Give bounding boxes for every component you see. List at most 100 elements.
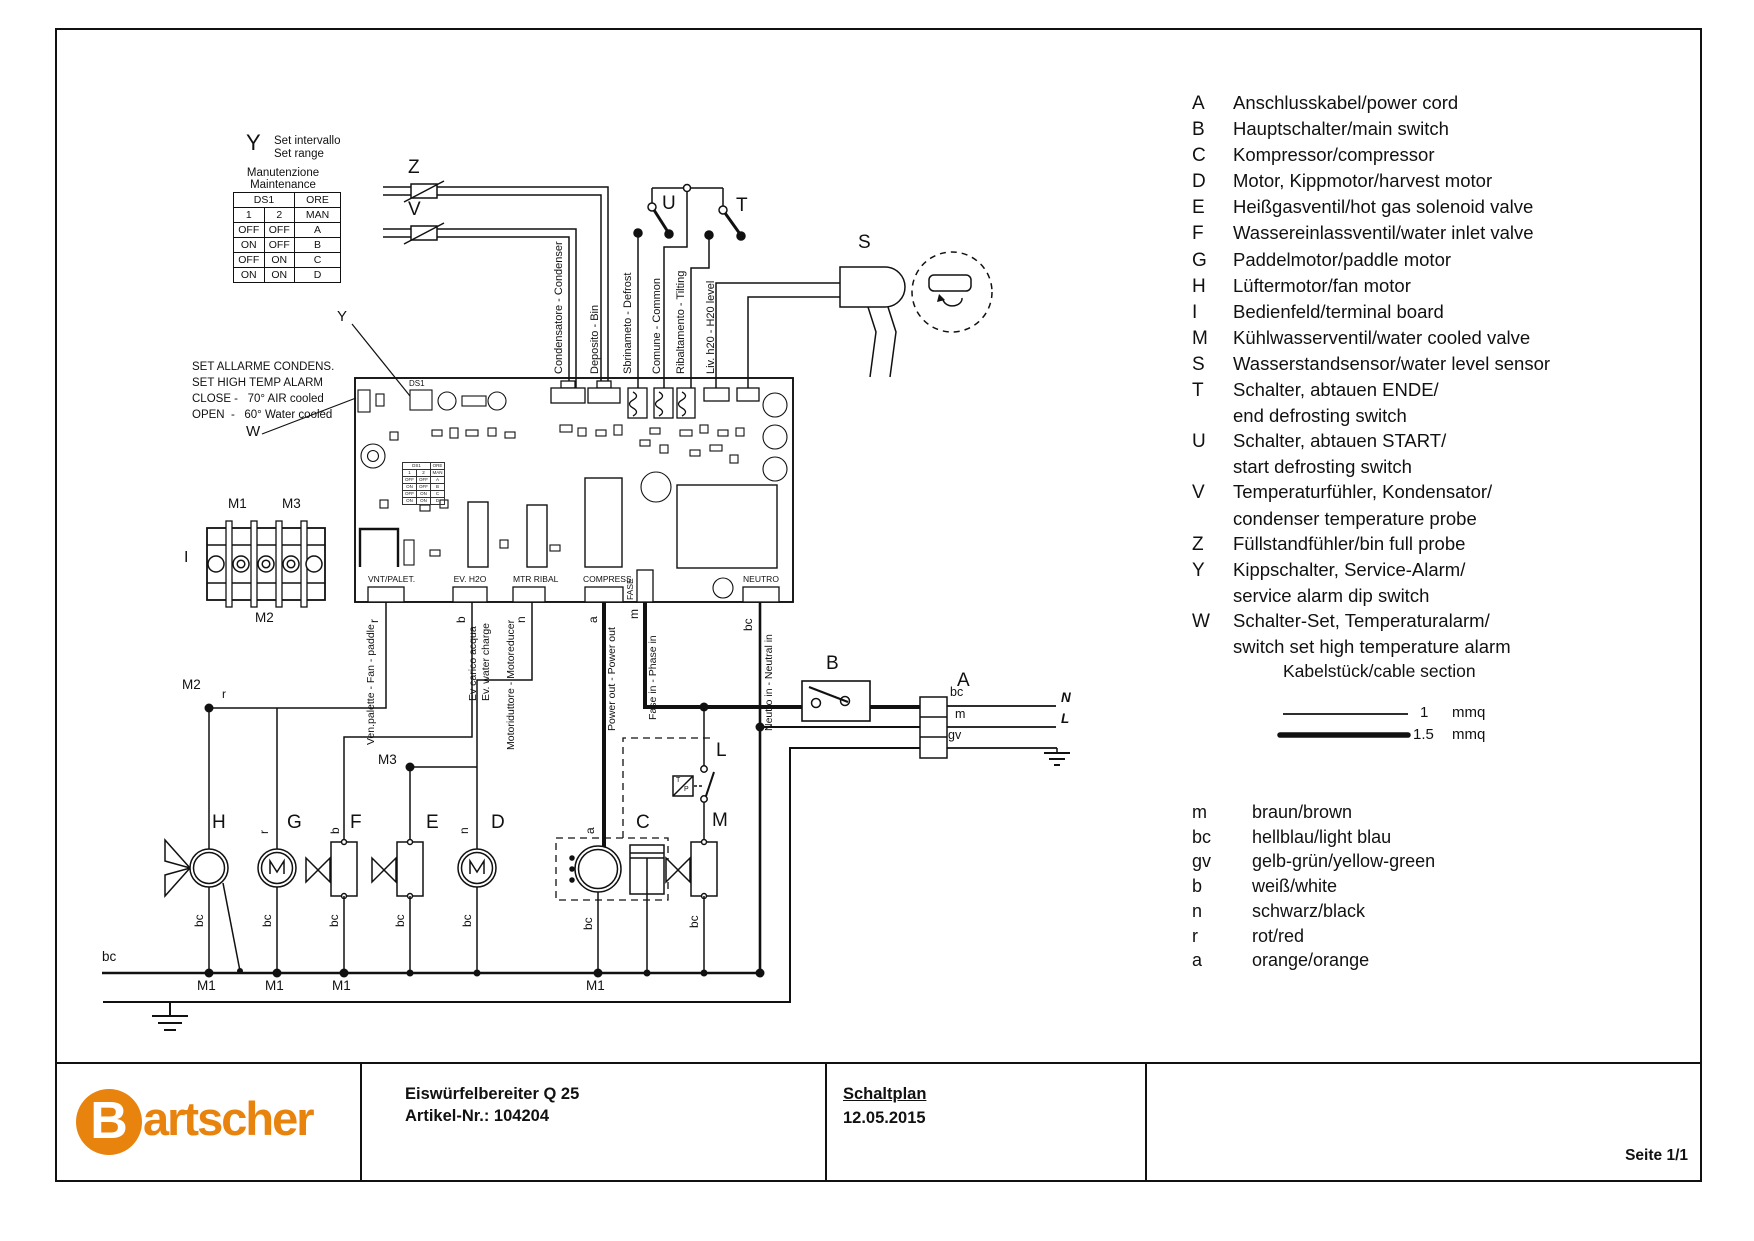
board-ds1-label: DS1: [409, 379, 425, 388]
cable-thick-value: 1.5: [1413, 726, 1434, 743]
ref-letter-t: T: [736, 195, 748, 216]
legend-letter: B: [1192, 119, 1205, 141]
wire-tag-a: a: [586, 616, 600, 623]
f-bc: bc: [327, 914, 341, 927]
cell: B: [294, 237, 341, 253]
color-name: schwarz/black: [1252, 900, 1366, 921]
legend-item: Y Kippschalter, Service-Alarm/: [1192, 557, 1550, 583]
legend-text: Motor, Kippmotor/harvest motor: [1233, 170, 1493, 192]
legend-letter: M: [1192, 327, 1208, 349]
cell: ON: [233, 267, 265, 283]
node-m2: M2: [182, 677, 201, 692]
cell: OFF: [233, 252, 265, 268]
board-label-neutro: NEUTRO: [743, 574, 779, 584]
cell: ON: [416, 497, 431, 505]
cell: C: [294, 252, 341, 268]
legend-text: Kippschalter, Service-Alarm/: [1233, 558, 1466, 580]
legend-letter: Y: [1192, 559, 1205, 581]
board-label-compress: COMPRESS: [583, 574, 632, 584]
color-code: b: [1192, 876, 1203, 897]
legend-text: Temperaturfühler, Kondensator/: [1233, 481, 1493, 503]
ref-letter-f: F: [350, 812, 362, 833]
board-top-connectors: [550, 380, 760, 419]
legend-text: Paddelmotor/paddle motor: [1233, 248, 1452, 270]
compressor-c: [569, 844, 665, 973]
cell: MAN: [430, 469, 445, 477]
cell: D: [294, 267, 341, 283]
legend-item: service alarm dip switch: [1192, 583, 1550, 608]
ref-letter-z: Z: [408, 157, 420, 178]
legend-letter: H: [1192, 275, 1206, 297]
strip-label-m2: M2: [255, 610, 274, 625]
cell: DS1: [402, 462, 431, 470]
document-title: Schaltplan: [843, 1085, 927, 1103]
ref-letter-m: M: [712, 810, 728, 831]
d-wire-color-n: n: [457, 827, 471, 834]
legend-text: Schalter, abtauen ENDE/: [1233, 379, 1439, 401]
color-row: b weiß/white: [1192, 874, 1435, 899]
color-name: weiß/white: [1252, 876, 1338, 897]
legend-text: switch set high temperature alarm: [1233, 635, 1511, 657]
cell: ON: [402, 497, 417, 505]
board-label-comune: Comune - Common: [651, 278, 663, 374]
wire-desc-powerout: Power out - Power out: [606, 627, 618, 731]
paddle-motor-g: [257, 848, 297, 973]
ref-letter-y-setrange: Y: [246, 130, 261, 155]
wire-tag-r: r: [367, 619, 381, 623]
defrost-switches: [633, 183, 746, 388]
ref-letter-v: V: [408, 199, 421, 220]
cell: OFF: [416, 483, 431, 491]
ref-letter-w: W: [246, 423, 261, 440]
legend-letter: A: [1192, 93, 1205, 114]
legend-item: condenser temperature probe: [1192, 506, 1550, 531]
color-name: gelb-grün/yellow-green: [1252, 851, 1436, 872]
c-bc: bc: [581, 917, 595, 930]
legend-letter: T: [1192, 380, 1204, 402]
brand-logo-text: artscher: [143, 1092, 314, 1145]
legend-text: Wasserstandsensor/water level sensor: [1233, 352, 1551, 374]
c-wire-color-a: a: [583, 827, 597, 834]
cable-thin-value: 1: [1420, 704, 1429, 721]
e-bc: bc: [393, 914, 407, 927]
legend-letter: F: [1192, 223, 1204, 245]
legend-letter: W: [1192, 610, 1210, 632]
ref-letter-s: S: [858, 232, 871, 253]
ref-letter-c: C: [636, 812, 650, 833]
title-block-divider: [1145, 1062, 1147, 1180]
g-wire-color-r: r: [257, 830, 271, 834]
h-bc: bc: [192, 914, 206, 927]
junction-dots: [204, 702, 765, 978]
title-block-divider: [825, 1062, 827, 1180]
board-internal-components: [357, 389, 788, 599]
bus-m1: M1: [197, 978, 216, 993]
reference-leaders: [261, 323, 411, 435]
tp-box-p: P: [684, 786, 689, 793]
water-cooled-valve-m: [665, 838, 718, 973]
wire-bc: [758, 602, 920, 973]
legend-text: condenser temperature probe: [1233, 507, 1477, 529]
cell: ON: [402, 483, 417, 491]
harvest-motor-d: [457, 848, 497, 973]
cell: ON: [263, 267, 295, 283]
color-code: gv: [1192, 851, 1212, 872]
cord-gv: gv: [948, 728, 962, 742]
cell: OFF: [402, 476, 417, 484]
ref-letter-g: G: [287, 812, 302, 833]
wire-r: [208, 602, 387, 849]
sheet-border: [55, 28, 1702, 1182]
bus-m1: M1: [332, 978, 351, 993]
legend-text: Schalter, abtauen START/: [1233, 430, 1447, 452]
cable-section-samples: [1277, 713, 1411, 738]
legend-text: Bedienfeld/terminal board: [1233, 300, 1444, 322]
legend-text: Heißgasventil/hot gas solenoid valve: [1233, 196, 1534, 218]
node-m3: M3: [378, 752, 397, 767]
